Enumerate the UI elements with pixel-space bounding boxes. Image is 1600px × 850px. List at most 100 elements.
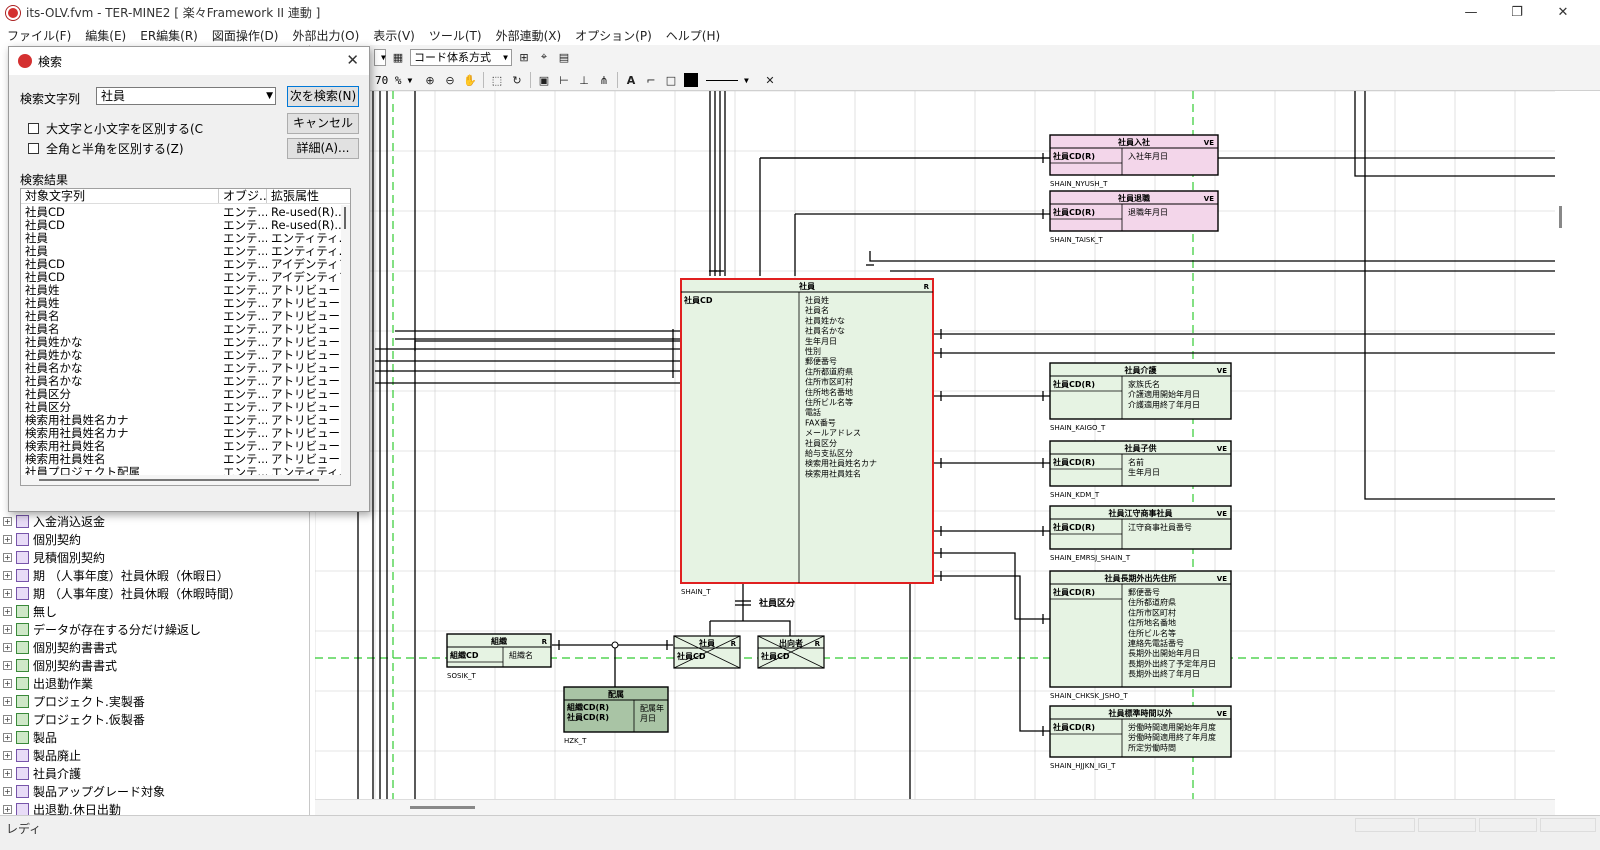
tree-item[interactable]: +出退勤作業: [0, 674, 93, 692]
results-hscroll-thumb[interactable]: [39, 479, 319, 481]
entity-box[interactable]: [1049, 505, 1232, 550]
expand-icon[interactable]: +: [3, 786, 12, 796]
result-row[interactable]: 社員姓かなエンテ...アトリビュー...: [21, 336, 343, 349]
tree-item[interactable]: +期 （人事年度）社員休暇（休暇時間）: [0, 584, 241, 602]
relation-icon[interactable]: ⊢: [559, 73, 569, 87]
delete-icon[interactable]: ✕: [765, 73, 775, 87]
menu-diagram[interactable]: 図面操作(D): [211, 28, 279, 43]
tree-item[interactable]: +製品: [0, 728, 57, 746]
horizontal-scroll-thumb[interactable]: [410, 806, 475, 809]
expand-icon[interactable]: +: [3, 552, 12, 562]
toolbar-dropdown-left[interactable]: ▼: [374, 48, 386, 66]
search-input[interactable]: 社員 ▼: [96, 87, 276, 105]
menu-tools[interactable]: ツール(T): [428, 28, 482, 43]
menu-help[interactable]: ヘルプ(H): [665, 28, 721, 43]
expand-icon[interactable]: +: [3, 660, 12, 670]
tree-item[interactable]: +期 （人事年度）社員休暇（休暇日）: [0, 566, 229, 584]
result-row[interactable]: 社員エンテ...エンティティ...: [21, 245, 343, 258]
tree-item[interactable]: +入金消込返金: [0, 512, 105, 530]
hand-icon[interactable]: ✋: [463, 73, 477, 87]
zoom-in-icon[interactable]: ⊕: [425, 73, 435, 87]
column-header-target[interactable]: 対象文字列: [21, 189, 219, 203]
zoom-out-icon[interactable]: ⊖: [445, 73, 455, 87]
fit-icon[interactable]: ⬚: [491, 73, 503, 87]
expand-icon[interactable]: +: [3, 696, 12, 706]
menu-options[interactable]: オプション(P): [575, 28, 652, 43]
result-row[interactable]: 検索用社員姓名エンテ...アトリビュー...: [21, 453, 343, 466]
menu-external[interactable]: 外部連動(X): [495, 28, 562, 43]
expand-icon[interactable]: +: [3, 750, 12, 760]
tree-item[interactable]: +見積個別契約: [0, 548, 105, 566]
result-row[interactable]: 社員姓エンテ...アトリビュー...: [21, 284, 343, 297]
line-icon[interactable]: ⌐: [646, 73, 656, 87]
entity-box[interactable]: [1049, 570, 1232, 688]
tree-item[interactable]: +個別契約書書式: [0, 656, 117, 674]
details-button[interactable]: 詳細(A)...: [287, 138, 359, 159]
result-row[interactable]: 社員名エンテ...アトリビュー...: [21, 310, 343, 323]
many-relation-icon[interactable]: ⋔: [599, 73, 609, 87]
rectangle-icon[interactable]: □: [665, 73, 677, 87]
line-style-select[interactable]: ▼: [703, 72, 753, 89]
expand-icon[interactable]: +: [3, 768, 12, 778]
color-icon[interactable]: [682, 71, 700, 89]
case-sensitive-checkbox[interactable]: 大文字と小文字を区別する(C: [28, 120, 203, 137]
results-vertical-scrollbar[interactable]: [341, 205, 350, 475]
result-row[interactable]: 検索用社員姓名エンテ...アトリビュー...: [21, 440, 343, 453]
result-row[interactable]: 社員名エンテ...アトリビュー...: [21, 323, 343, 336]
binoculars-icon[interactable]: ⌖: [540, 50, 548, 63]
vertical-scrollbar[interactable]: [1555, 91, 1600, 799]
expand-icon[interactable]: +: [3, 714, 12, 724]
result-row[interactable]: 社員CDエンテ...アイデンティフ...: [21, 271, 343, 284]
tree-item[interactable]: +個別契約書書式: [0, 638, 117, 656]
expand-icon[interactable]: +: [3, 588, 12, 598]
result-row[interactable]: 社員姓エンテ...アトリビュー...: [21, 297, 343, 310]
tree-item[interactable]: +データが存在する分だけ繰返し: [0, 620, 201, 638]
entity-box[interactable]: [680, 278, 934, 584]
tree-item[interactable]: +製品廃止: [0, 746, 81, 764]
menu-export[interactable]: 外部出力(O): [292, 28, 360, 43]
refresh-icon[interactable]: ↻: [512, 73, 522, 87]
minimize-button[interactable]: —: [1464, 5, 1478, 20]
results-scroll-thumb[interactable]: [344, 207, 346, 229]
subtype-icon[interactable]: ⊥: [579, 73, 589, 87]
entity-box[interactable]: [1049, 440, 1232, 487]
menu-view[interactable]: 表示(V): [373, 28, 415, 43]
expand-icon[interactable]: +: [3, 516, 12, 526]
grid-icon[interactable]: ▤: [558, 50, 570, 64]
zoom-select[interactable]: 70 %▼: [375, 73, 413, 87]
expand-icon[interactable]: +: [3, 804, 12, 814]
text-icon[interactable]: A: [626, 73, 636, 87]
result-row[interactable]: 社員区分エンテ...アトリビュー...: [21, 388, 343, 401]
entity-box[interactable]: [563, 686, 669, 733]
entity-box[interactable]: [1049, 705, 1232, 758]
results-horizontal-scrollbar[interactable]: [21, 475, 350, 485]
result-row[interactable]: 社員名かなエンテ...アトリビュー...: [21, 375, 343, 388]
close-button[interactable]: ✕: [1557, 5, 1569, 20]
tree-item[interactable]: +製品アップグレード対象: [0, 782, 165, 800]
tree-item[interactable]: +個別契約: [0, 530, 81, 548]
entity-box[interactable]: [1049, 190, 1219, 232]
expand-icon[interactable]: +: [3, 534, 12, 544]
result-row[interactable]: 社員区分エンテ...アトリビュー...: [21, 401, 343, 414]
checkbox-box[interactable]: [28, 123, 39, 134]
expand-icon[interactable]: +: [3, 624, 12, 634]
entity-icon[interactable]: ▣: [538, 73, 550, 87]
code-icon[interactable]: ▦: [392, 50, 404, 64]
expand-icon[interactable]: +: [3, 642, 12, 652]
code-system-select[interactable]: コード体系方式▼: [410, 48, 512, 66]
checkbox-box[interactable]: [28, 143, 39, 154]
find-next-button[interactable]: 次を検索(N): [287, 86, 359, 107]
horizontal-scrollbar[interactable]: [315, 799, 1555, 815]
maximize-button[interactable]: ❐: [1511, 5, 1523, 20]
search-dropdown-icon[interactable]: ▼: [266, 91, 273, 101]
column-header-object[interactable]: オブジ...: [219, 189, 267, 203]
tree-item[interactable]: +プロジェクト.実製番: [0, 692, 145, 710]
entity-box[interactable]: [446, 633, 552, 668]
expand-icon[interactable]: +: [3, 606, 12, 616]
tree-item[interactable]: +プロジェクト.仮製番: [0, 710, 145, 728]
tree-item[interactable]: +社員介護: [0, 764, 81, 782]
result-row[interactable]: 検索用社員姓名カナエンテ...アトリビュー...: [21, 414, 343, 427]
